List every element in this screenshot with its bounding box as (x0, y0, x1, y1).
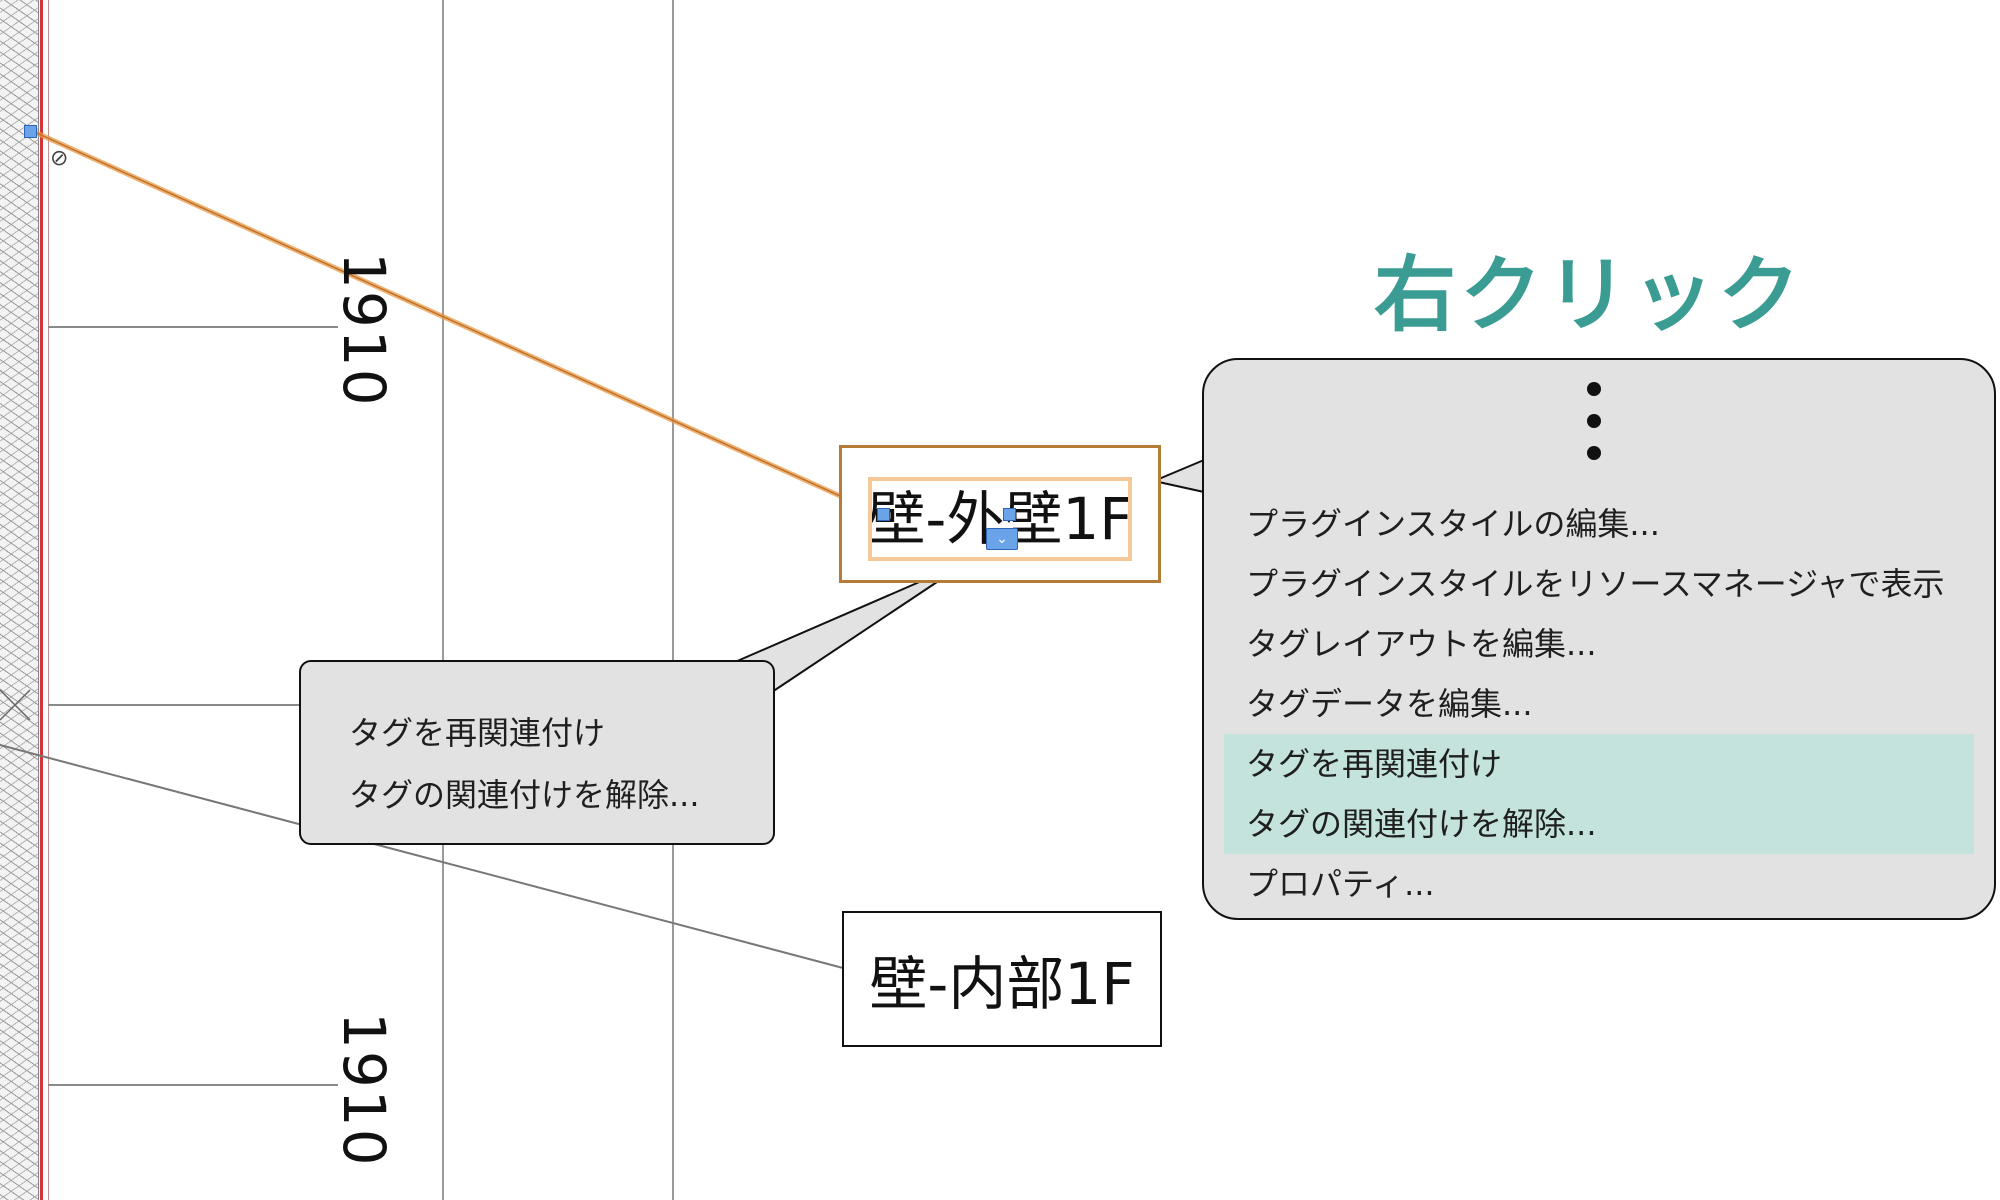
wall-cross (0, 689, 31, 721)
tag-leader-interior (0, 744, 844, 969)
menu-item-edit-tag-layout[interactable]: タグレイアウトを編集... (1246, 625, 1597, 663)
wall-hatch (0, 0, 39, 1200)
chevron-down-icon[interactable]: ⌄ (986, 528, 1018, 550)
tag-handle-left[interactable] (877, 508, 890, 521)
tag-handle-right[interactable] (1003, 508, 1016, 521)
context-menu: プラグインスタイルの編集... プラグインスタイルをリソースマネージャで表示 タ… (1202, 358, 1996, 920)
tag-interior-wall[interactable]: 壁-内部1F (842, 911, 1162, 1047)
tag-leader-exterior-core (29, 129, 881, 515)
link-icon: ⊘ (50, 146, 69, 171)
annotation-title: 右クリック (1374, 248, 1805, 343)
menu-item-dissociate-tag[interactable]: タグの関連付けを解除... (349, 776, 700, 814)
menu-item-edit-plugin-style[interactable]: プラグインスタイルの編集... (1246, 505, 1660, 543)
callout-menu-small: タグを再関連付け タグの関連付けを解除... (299, 660, 775, 845)
menu-item-show-in-resource-manager[interactable]: プラグインスタイルをリソースマネージャで表示 (1246, 565, 1945, 603)
leader-anchor-handle[interactable] (24, 125, 37, 138)
menu-item-edit-tag-data[interactable]: タグデータを編集... (1246, 685, 1533, 723)
more-items-ellipsis (1574, 382, 1614, 478)
wall-outline (40, 0, 43, 1200)
dimension-label: 1910 (330, 252, 398, 408)
menu-item-dissociate-tag[interactable]: タグの関連付けを解除... (1224, 794, 1974, 854)
tag-selection-outline (868, 477, 1132, 561)
menu-item-reassociate-tag[interactable]: タグを再関連付け (349, 714, 606, 752)
wall-inner-outline (48, 0, 49, 1200)
menu-item-properties[interactable]: プロパティ... (1246, 865, 1435, 903)
dimension-label: 1910 (330, 1012, 398, 1168)
tag-interior-label: 壁-内部1F (869, 950, 1135, 1018)
callout-large-tail (1153, 459, 1205, 493)
menu-item-reassociate-tag[interactable]: タグを再関連付け (1224, 734, 1974, 794)
